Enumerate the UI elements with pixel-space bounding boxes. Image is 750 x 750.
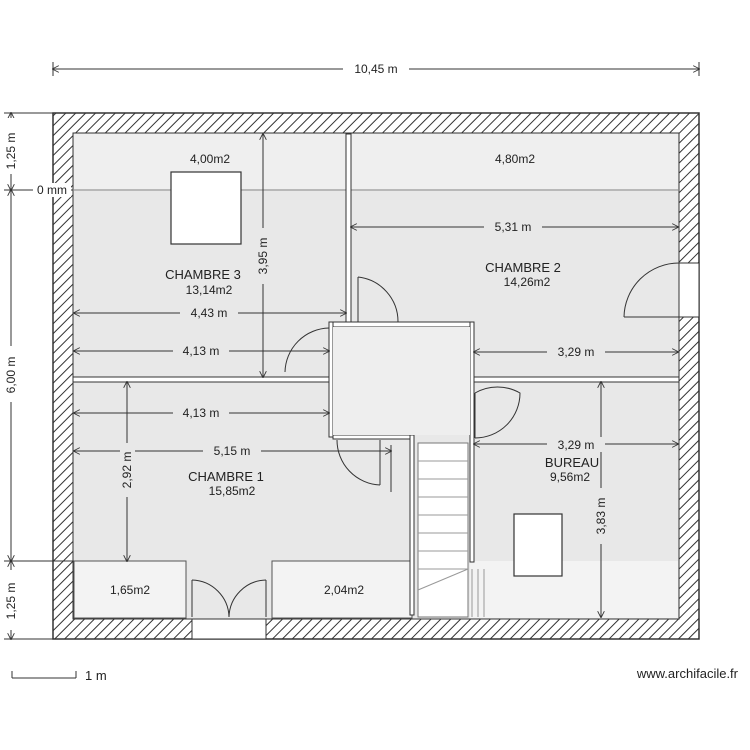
dim-left-zero: 0 mm: [37, 183, 67, 197]
dim-c1-width-a: 4,13 m: [183, 406, 220, 420]
low-left-area: 1,65m2: [110, 583, 150, 597]
dim-c1-height: 2,92 m: [120, 452, 134, 489]
scale-label: 1 m: [85, 668, 107, 683]
attic-right-area: 4,80m2: [495, 152, 535, 166]
dim-left-middle: 6,00 m: [4, 357, 18, 394]
scale-bar: [11, 671, 77, 679]
watermark: www.archifacile.fr: [636, 666, 739, 681]
chambre1-area: 15,85m2: [209, 484, 256, 498]
bureau-name: BUREAU: [545, 455, 599, 470]
skylight-bureau: [513, 513, 563, 577]
chambre3-area: 13,14m2: [186, 283, 233, 297]
low-zone-left: [73, 560, 187, 619]
chambre1-name: CHAMBRE 1: [188, 469, 264, 484]
attic-left-area: 4,00m2: [190, 152, 230, 166]
dim-left-top: 1,25 m: [4, 133, 18, 170]
chambre2-name: CHAMBRE 2: [485, 260, 561, 275]
dim-left-bottom: 1,25 m: [4, 583, 18, 620]
dim-c3-height: 3,95 m: [256, 238, 270, 275]
dim-c2-width: 5,31 m: [495, 220, 532, 234]
staircase: [417, 442, 485, 618]
skylight-chambre3: [170, 171, 242, 245]
dim-c3-width-a: 4,43 m: [191, 306, 228, 320]
dim-total-width: 10,45 m: [354, 62, 397, 76]
low-mid-area: 2,04m2: [324, 583, 364, 597]
dim-bureau-height: 3,83 m: [594, 498, 608, 535]
bureau-area: 9,56m2: [550, 470, 590, 484]
low-zone-mid: [271, 560, 413, 619]
attic-zone-right: [350, 134, 678, 189]
low-zone-right: [470, 561, 678, 618]
room-labels: 4,00m2 4,80m2 CHAMBRE 3 13,14m2 CHAMBRE …: [110, 152, 599, 597]
dimension-labels: 10,45 m 1,25 m 0 mm 6,00 m 1,25 m 3,95 m…: [4, 61, 609, 630]
dim-c2-lower: 3,29 m: [558, 345, 595, 359]
partitions: [72, 133, 680, 616]
hallway: [333, 327, 470, 435]
dim-c1-width-b: 5,15 m: [214, 444, 251, 458]
dim-bureau-width: 3,29 m: [558, 438, 595, 452]
dim-c3-width-b: 4,13 m: [183, 344, 220, 358]
chambre2-area: 14,26m2: [504, 275, 551, 289]
doors[interactable]: [191, 262, 700, 640]
chambre3-name: CHAMBRE 3: [165, 267, 241, 282]
